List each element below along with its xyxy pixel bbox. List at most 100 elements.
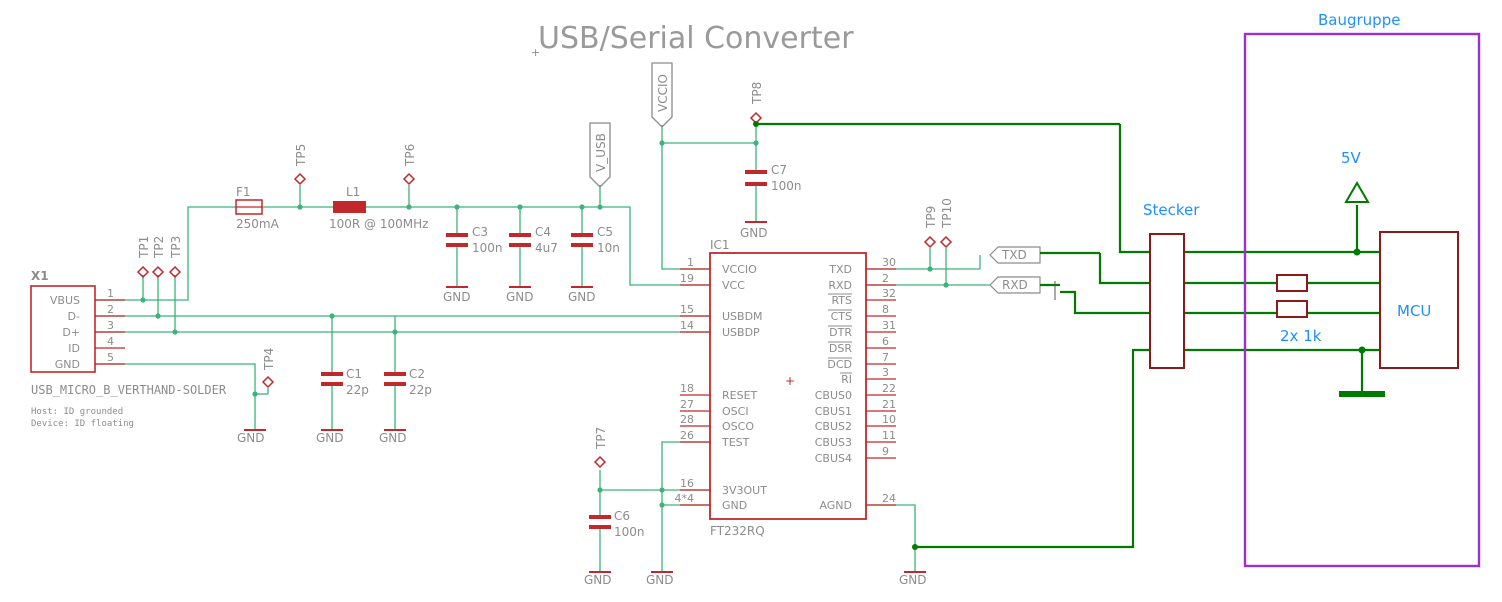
baugruppe-label: Baugruppe <box>1318 11 1400 29</box>
ic-pin-number: 16 <box>680 477 694 490</box>
connector-note-device: Device: ID floating <box>31 419 134 429</box>
c2-name: C2 <box>409 367 425 381</box>
ic-pin-name: DTR <box>829 326 852 339</box>
ic-pin-number: 32 <box>882 287 896 300</box>
tp5-label: TP5 <box>294 144 308 167</box>
ic-name: IC1 <box>710 238 730 252</box>
ic-value: FT232RQ <box>710 524 765 538</box>
ic-pin-name: USBDP <box>722 326 760 339</box>
ic1-ft232rq: IC1 FT232RQ + VCCIO VCC USBDM USBDP RESE… <box>675 238 896 538</box>
c2-value: 22p <box>409 383 432 397</box>
test-point-labels: TP1 TP2 TP3 TP4 TP5 TP6 TP7 TP8 TP9 TP10 <box>137 82 954 450</box>
supply-5v-arrow <box>1344 181 1370 203</box>
ic-pin-number: 14 <box>680 319 694 332</box>
connector-pin-id: ID <box>68 342 80 355</box>
ic-pin-number: 1 <box>687 256 694 269</box>
capacitor-labels: C3 100n C4 4u7 C5 10n C1 22p C2 22p C6 1… <box>346 163 802 539</box>
c7-name: C7 <box>771 163 787 177</box>
tp9-label: TP9 <box>924 206 938 229</box>
junction-dots <box>140 140 949 508</box>
resistor-2 <box>1276 300 1308 318</box>
connector-pin-vbus: VBUS <box>50 294 80 307</box>
tp4-label: TP4 <box>262 348 276 371</box>
ic-pin-name: CBUS4 <box>815 452 852 465</box>
stecker-label: Stecker <box>1143 201 1200 219</box>
c4-name: C4 <box>535 225 551 239</box>
ic-pin-name: VCC <box>722 279 745 292</box>
gnd-label: GND <box>646 573 674 587</box>
ic-pin-number: 9 <box>882 445 889 458</box>
c4-value: 4u7 <box>535 241 558 255</box>
ic-pin-name: DCD <box>827 358 852 371</box>
ic-pin-name: 3V3OUT <box>722 484 767 497</box>
baugruppe-frame <box>1243 32 1481 568</box>
mcu-label: MCU <box>1397 302 1431 320</box>
ic-pin-number: 2 <box>882 272 889 285</box>
mcu-gnd-bar <box>1339 391 1385 397</box>
stecker-connector <box>1149 233 1185 369</box>
c1-value: 22p <box>346 383 369 397</box>
vccio-label: VCCIO <box>656 74 670 112</box>
connector-pin-number: 5 <box>107 351 114 364</box>
ic-pin-number: 7 <box>882 351 889 364</box>
connector-pin-gnd: GND <box>55 358 80 371</box>
txd-label: TXD <box>1001 248 1027 262</box>
gnd-labels: GND GND GND GND GND GND GND GND GND GND <box>237 226 927 587</box>
ic-pin-number: 30 <box>882 256 896 269</box>
c6-name: C6 <box>614 509 630 523</box>
supply-vccio: VCCIO <box>651 62 673 128</box>
ic-pin-name: TXD <box>828 263 852 276</box>
capacitors <box>321 170 767 529</box>
resistor-1 <box>1276 274 1308 292</box>
mcu-block <box>1379 231 1459 369</box>
tp8-label: TP8 <box>750 82 764 105</box>
fuse-name: F1 <box>236 185 251 199</box>
connector-pin-number: 1 <box>107 287 114 300</box>
ic-pin-name: USBDM <box>722 310 763 323</box>
ic-pin-name: DSR <box>829 342 852 355</box>
ic-pin-number: 18 <box>680 382 694 395</box>
ic-pin-number: 22 <box>882 382 896 395</box>
ic-pin-name: VCCIO <box>722 263 757 276</box>
gnd-label: GND <box>506 290 534 304</box>
ic-pin-name: OSCI <box>722 405 749 418</box>
ic-pin-number: 26 <box>680 429 694 442</box>
connector-value: USB_MICRO_B_VERTHAND-SOLDER <box>31 383 227 397</box>
ic-pin-name: TEST <box>721 436 750 449</box>
ic-pin-name: RXD <box>828 279 852 292</box>
ic-pin-number: 15 <box>680 303 694 316</box>
test-points <box>136 111 953 469</box>
tp3-label: TP3 <box>169 236 183 259</box>
v5-label: 5V <box>1341 149 1362 167</box>
gnd-label: GND <box>237 431 265 445</box>
ic-pin-name: CBUS1 <box>815 405 852 418</box>
rxd-label: RXD <box>1002 278 1028 292</box>
fuse-f1: F1 250mA <box>235 185 280 231</box>
usb-connector-x1: X1 VBUS D- D+ ID GND 1 2 3 4 5 USB_MICRO… <box>30 269 227 429</box>
ic-pin-name: GND <box>722 499 747 512</box>
connector-pin-number: 2 <box>107 303 114 316</box>
ic-pin-number: 6 <box>882 335 889 348</box>
ic-pin-name: CTS <box>831 310 852 323</box>
ic-pin-name: AGND <box>819 499 852 512</box>
connector-note-host: Host: ID grounded <box>31 407 123 417</box>
tp6-label: TP6 <box>403 144 417 167</box>
connector-name: X1 <box>31 269 49 283</box>
ic-pin-name: CBUS3 <box>815 436 852 449</box>
ic-pin-number: 24 <box>882 492 896 505</box>
ic-origin-mark: + <box>785 374 795 388</box>
ic-pin-number: 4*4 <box>675 492 695 505</box>
gnd-label: GND <box>379 431 407 445</box>
c5-value: 10n <box>597 241 620 255</box>
connector-pin-dminus: D- <box>68 310 80 323</box>
c1-name: C1 <box>346 367 362 381</box>
c5-name: C5 <box>597 225 613 239</box>
ic-pin-number: 8 <box>882 303 889 316</box>
tp7-label: TP7 <box>594 427 608 450</box>
ic-pin-number: 21 <box>882 398 896 411</box>
resistors-label: 2x 1k <box>1280 327 1322 345</box>
vusb-label: V_USB <box>594 133 608 172</box>
ic-pin-number: 31 <box>882 319 896 332</box>
connector-pin-number: 3 <box>107 319 114 332</box>
